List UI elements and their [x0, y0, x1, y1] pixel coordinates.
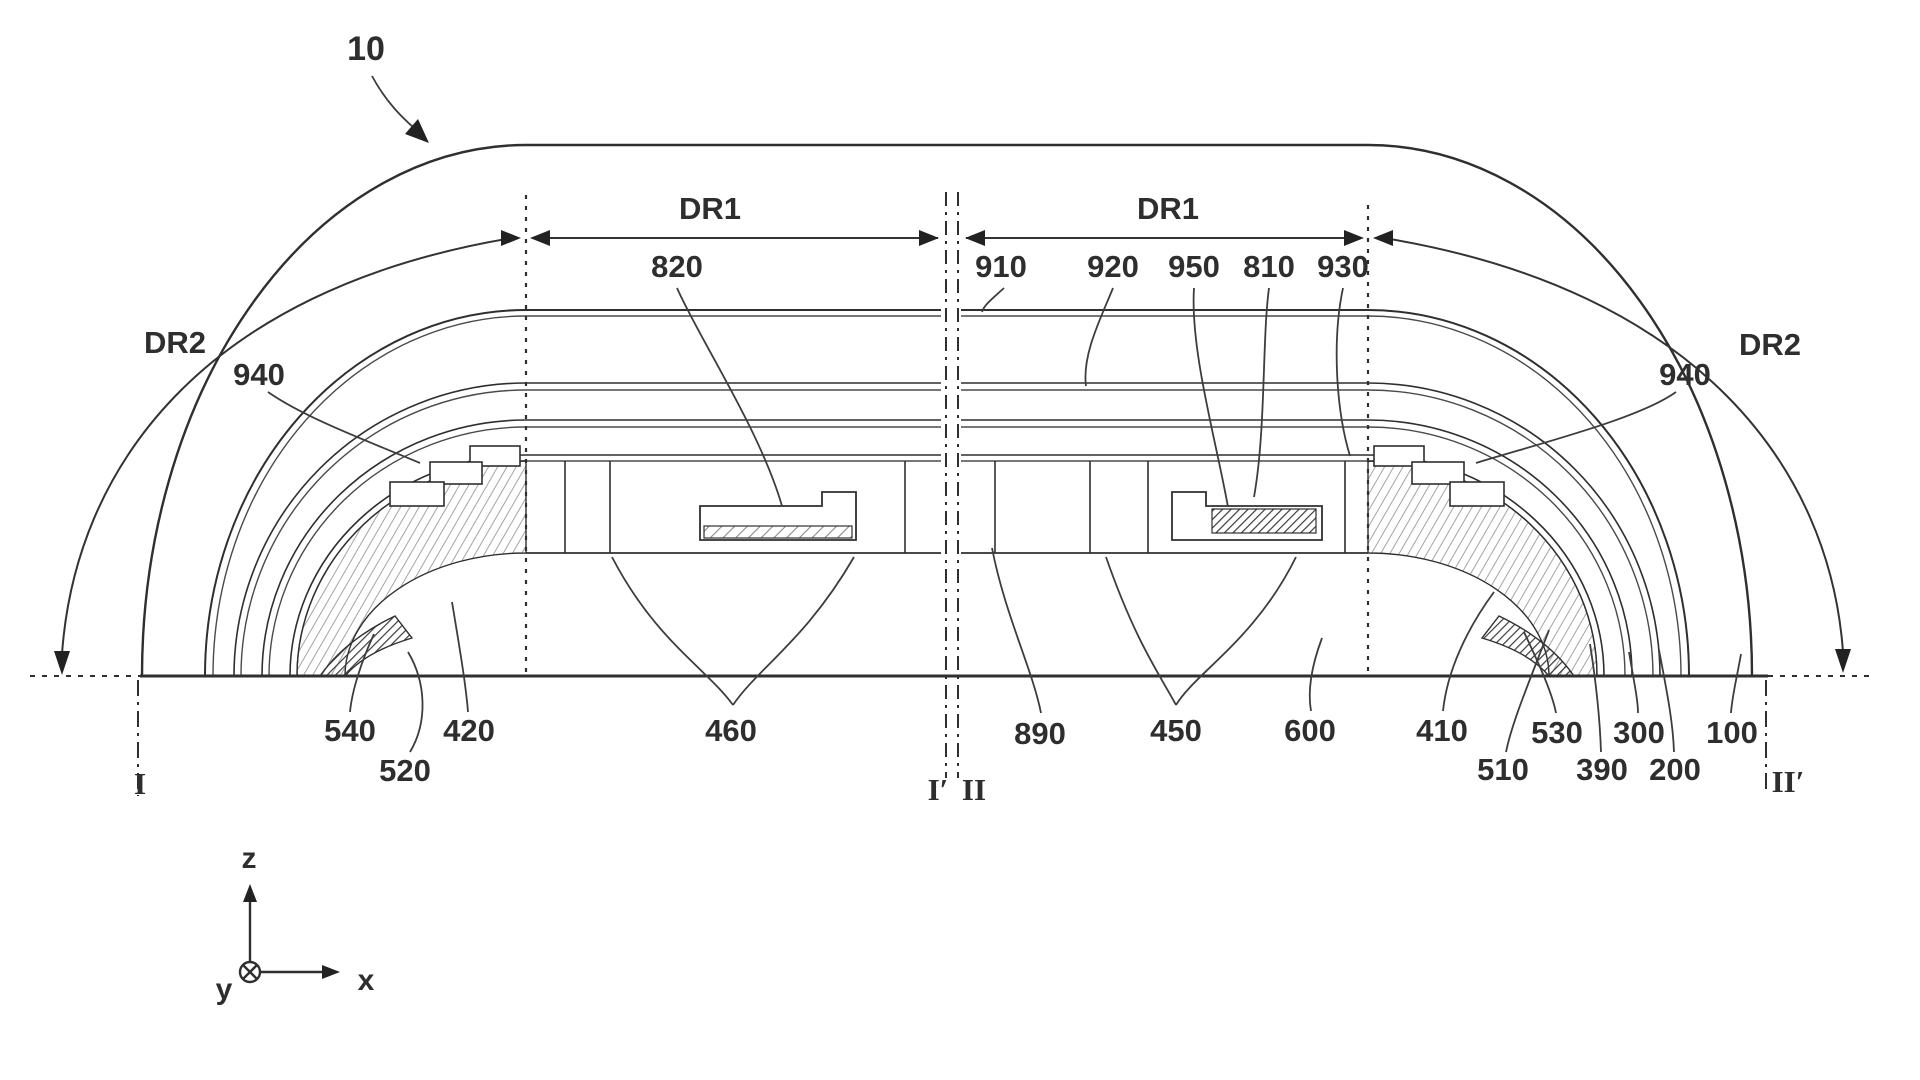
chip-950-hatched-film — [1211, 508, 1317, 534]
leader-520 — [407, 651, 424, 753]
label-420: 420 — [443, 713, 495, 748]
label-dr1-right: DR1 — [1137, 191, 1199, 226]
leader-460-a — [611, 556, 734, 706]
label-300: 300 — [1613, 715, 1665, 750]
label-dr2-left: DR2 — [144, 325, 206, 360]
label-950: 950 — [1168, 249, 1220, 284]
leader-540 — [349, 633, 375, 713]
leader-410 — [1442, 591, 1495, 712]
leader-820 — [676, 287, 783, 507]
label-910: 910 — [975, 249, 1027, 284]
label-940-right: 940 — [1659, 357, 1711, 392]
leader-940-right — [1475, 391, 1677, 464]
outer-shell-line — [140, 143, 1754, 677]
chip-810 — [1171, 491, 1323, 541]
leader-910 — [981, 287, 1005, 313]
dimension-arrowheads — [54, 230, 1851, 675]
leader-300 — [1628, 651, 1639, 714]
label-axis-x: x — [358, 964, 375, 997]
leader-600 — [1308, 637, 1323, 712]
label-450: 450 — [1150, 713, 1202, 748]
label-920: 920 — [1087, 249, 1139, 284]
label-dr2-right: DR2 — [1739, 327, 1801, 362]
hatched-wedge-left — [318, 615, 414, 677]
leader-10-arrowhead — [405, 119, 429, 143]
axis-origin-y-into-page-icon — [238, 960, 262, 984]
label-890: 890 — [1014, 716, 1066, 751]
label-810: 810 — [1243, 249, 1295, 284]
reference-lines — [30, 192, 1876, 796]
dr2-left-curved-arrow — [61, 237, 513, 655]
axis-z-arrowhead — [243, 884, 257, 902]
leader-460-b — [732, 556, 855, 706]
label-200: 200 — [1649, 752, 1701, 787]
leader-450-a — [1105, 556, 1177, 706]
dr2-right-curved-arrow — [1383, 237, 1844, 653]
label-520: 520 — [379, 753, 431, 788]
axis-x-arrowhead — [322, 965, 340, 979]
label-530: 530 — [1531, 715, 1583, 750]
panel-cell-dividers — [564, 461, 1346, 553]
dimension-annotations — [54, 230, 1851, 675]
leader-810 — [1253, 287, 1270, 498]
leader-950 — [1192, 287, 1229, 508]
leader-530 — [1523, 631, 1557, 714]
chip-820-hatched-layer — [703, 525, 853, 539]
step-stack-left — [389, 445, 521, 507]
label-390: 390 — [1576, 752, 1628, 787]
label-axis-z: z — [242, 842, 257, 875]
label-930: 930 — [1317, 249, 1369, 284]
leader-390 — [1589, 643, 1602, 753]
leader-920 — [1084, 287, 1114, 387]
leader-510 — [1505, 629, 1550, 753]
label-section-i-prime: I′ — [928, 772, 949, 807]
label-820: 820 — [651, 249, 703, 284]
leader-450-b — [1175, 556, 1297, 706]
label-600: 600 — [1284, 713, 1336, 748]
leader-940-left — [267, 391, 421, 464]
figure-labels: 10 DR1 DR1 DR2 DR2 940 940 820 910 920 9… — [134, 30, 1804, 1006]
label-section-ii: II — [962, 772, 986, 807]
label-section-i: I — [134, 766, 146, 801]
hatched-wedge-right — [1480, 615, 1576, 677]
label-540: 540 — [324, 713, 376, 748]
leader-420 — [451, 601, 469, 713]
leader-200 — [1658, 649, 1675, 753]
label-axis-y: y — [216, 973, 233, 1006]
step-stack-right — [1373, 445, 1505, 507]
leader-100 — [1730, 653, 1742, 714]
label-940-left: 940 — [233, 357, 285, 392]
leader-930 — [1335, 287, 1351, 457]
label-figure-ref-10: 10 — [347, 30, 385, 68]
leader-lines — [267, 75, 1742, 753]
label-section-ii-prime: II′ — [1772, 764, 1805, 799]
label-460: 460 — [705, 713, 757, 748]
axis-triad — [238, 884, 340, 984]
label-510: 510 — [1477, 752, 1529, 787]
label-410: 410 — [1416, 713, 1468, 748]
label-dr1-left: DR1 — [679, 191, 741, 226]
chip-820 — [699, 491, 857, 541]
label-100: 100 — [1706, 715, 1758, 750]
leader-890 — [991, 547, 1042, 714]
